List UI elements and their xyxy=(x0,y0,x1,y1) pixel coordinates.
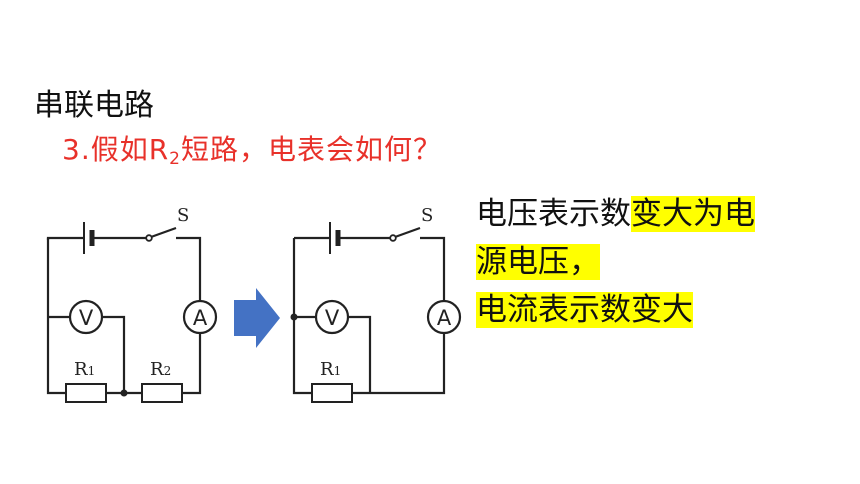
circuit-before-voltmeter-label: V xyxy=(79,306,94,330)
circuit-before-voltmeter-branch xyxy=(48,315,126,393)
circuit-before-switch-label: S xyxy=(177,205,189,226)
circuit-before-r1 xyxy=(65,383,107,403)
circuit-after-left-wire xyxy=(292,238,312,395)
answer-line-3-highlight: 电流表示数变大 xyxy=(476,292,693,328)
circuit-after-voltmeter-label: V xyxy=(325,306,340,330)
circuit-before-voltmeter xyxy=(68,299,104,335)
circuit-before-r2-label: R2 xyxy=(150,359,171,380)
slide-heading: 串联电路 xyxy=(34,88,154,123)
circuit-after-voltmeter xyxy=(314,299,350,335)
circuit-after-switch-label: S xyxy=(421,205,433,226)
circuit-before-top-wire xyxy=(46,236,202,300)
circuit-before-switch-pivot xyxy=(145,234,153,242)
answer-line-1: 电压表示数变大为电 xyxy=(476,190,846,238)
answer-line-2: 源电压， xyxy=(476,238,846,286)
circuit-after-r1-label: R1 xyxy=(320,359,341,380)
circuit-before-ammeter xyxy=(182,299,218,335)
question-subscript: 2 xyxy=(169,149,181,169)
answer-line-1-highlight: 变大为电 xyxy=(631,196,755,232)
question-text: 3.假如R2短路，电表会如何？ xyxy=(62,128,442,169)
circuit-before-left-wire xyxy=(46,238,66,395)
right-arrow-icon xyxy=(234,288,280,348)
circuit-after-top-wire xyxy=(294,236,446,300)
circuit-after-ammeter-label: A xyxy=(437,306,452,330)
circuit-before: S V R1 R2 A xyxy=(46,205,218,403)
circuit-after: S V R1 A xyxy=(290,205,462,403)
circuit-after-ammeter xyxy=(426,299,462,335)
answer-line-2-highlight: 源电压， xyxy=(476,244,600,280)
circuit-after-switch-pivot xyxy=(389,234,397,242)
circuit-after-r1 xyxy=(311,383,353,403)
question-prefix: 3.假如R xyxy=(62,133,170,166)
circuit-before-r1-label: R1 xyxy=(74,359,95,380)
circuit-before-switch-blade xyxy=(150,226,177,239)
question-suffix: 短路，电表会如何？ xyxy=(181,133,443,166)
circuit-before-r2 xyxy=(141,383,183,403)
answer-line-1-plain: 电压表示数 xyxy=(476,196,631,232)
circuit-before-junction xyxy=(120,389,128,397)
answer-line-3: 电流表示数变大 xyxy=(476,286,846,334)
circuit-before-ammeter-label: A xyxy=(193,306,208,330)
answer-text: 电压表示数变大为电 源电压， 电流表示数变大 xyxy=(476,190,846,334)
circuit-after-voltmeter-branch xyxy=(294,315,372,393)
circuit-after-switch-blade xyxy=(394,226,421,239)
